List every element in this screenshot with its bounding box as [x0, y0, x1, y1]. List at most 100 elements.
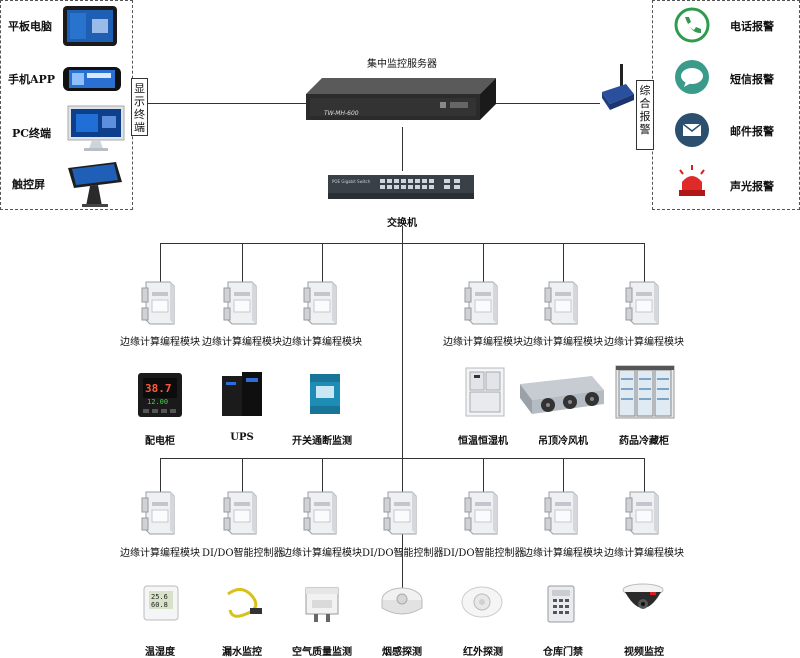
- edge-module-icon: [624, 488, 664, 538]
- gsm-router-icon: [602, 64, 634, 110]
- ups-icon: [222, 372, 262, 416]
- switch-brand-text: POE Gigabit Switch: [332, 179, 371, 184]
- terminal-label-touchscreen: 触控屏: [12, 178, 45, 191]
- module-label: 边缘计算编程模块: [120, 337, 200, 348]
- access-control-keypad-icon: [547, 585, 575, 623]
- email-icon: [675, 113, 709, 147]
- module-label: DI/DO智能控制器: [202, 548, 284, 559]
- device-label: 药品冷藏柜: [619, 436, 669, 447]
- drop-line: [322, 458, 323, 492]
- alarm-label-sound-light: 声光报警: [730, 180, 774, 193]
- drop-line: [160, 243, 161, 282]
- module-label: 边缘计算编程模块: [282, 548, 362, 559]
- device-label: 温湿度: [145, 647, 175, 658]
- module-label: 边缘计算编程模块: [604, 548, 684, 559]
- network-switch-icon: POE Gigabit Switch: [328, 175, 474, 199]
- module-label: 边缘计算编程模块: [523, 548, 603, 559]
- line-server-to-right: [495, 103, 600, 104]
- display-terminal-label: 显示终端: [131, 78, 148, 136]
- edge-module-icon: [222, 278, 262, 328]
- edge-module-icon: [140, 278, 180, 328]
- thermo-readout-bottom: 60.8: [151, 601, 168, 609]
- dome-camera-icon: [622, 583, 664, 609]
- alarm-side-text: 综合报警: [639, 84, 651, 136]
- device-label: 漏水监控: [222, 647, 262, 658]
- edge-module-icon: [140, 488, 180, 538]
- thermo-readout-top: 25.6: [151, 593, 168, 601]
- medicine-refrigerator-icon: [615, 365, 675, 419]
- terminal-label-pc: PC终端: [12, 127, 52, 140]
- constant-temp-humidity-unit-icon: [465, 367, 505, 417]
- server-rack-icon: TW-MH-600: [306, 78, 496, 120]
- ceiling-cooler-icon: [520, 376, 604, 414]
- module-label: 边缘计算编程模块: [523, 337, 603, 348]
- drop-line: [160, 458, 161, 492]
- infrared-detector-icon: [461, 586, 503, 618]
- drop-line: [483, 243, 484, 282]
- device-label: 配电柜: [145, 436, 175, 447]
- temp-humidity-sensor-icon: 25.6 60.8: [143, 585, 179, 621]
- edge-module-icon: [624, 278, 664, 328]
- device-label: 恒温恒湿机: [458, 436, 508, 447]
- air-quality-sensor-icon: [305, 587, 339, 622]
- edge-module-icon: [222, 488, 262, 538]
- alarm-label-box: 综合报警: [636, 80, 654, 150]
- edge-module-icon: [382, 488, 422, 538]
- device-label: 开关通断监测: [292, 436, 352, 447]
- switch-label: 交换机: [387, 218, 417, 229]
- drop-line: [322, 243, 323, 282]
- power-cabinet-controller-icon: 38.7 12.00: [138, 373, 182, 417]
- edge-module-icon: [463, 278, 503, 328]
- alarm-light-icon: [679, 165, 705, 196]
- line-left-to-server: [148, 103, 310, 104]
- water-leak-sensor-icon: [227, 588, 262, 618]
- device-label: 吊顶冷风机: [538, 436, 588, 447]
- touchscreen-kiosk-icon: [68, 162, 122, 207]
- telephone-icon: [674, 7, 710, 43]
- drop-line: [483, 458, 484, 492]
- module-label: 边缘计算编程模块: [120, 548, 200, 559]
- drop-line: [644, 458, 645, 492]
- drop-line: [644, 243, 645, 282]
- edge-module-icon: [302, 278, 342, 328]
- alarm-label-sms: 短信报警: [730, 73, 774, 86]
- device-label: UPS: [230, 432, 254, 443]
- module-label: DI/DO智能控制器: [362, 548, 444, 559]
- module-label: 边缘计算编程模块: [282, 337, 362, 348]
- device-label: 视频监控: [624, 647, 664, 658]
- line-server-to-switch: [402, 127, 403, 171]
- module-label: 边缘计算编程模块: [604, 337, 684, 348]
- sms-bubble-icon: [675, 60, 709, 94]
- bus-row1: [160, 243, 644, 244]
- device-label: 烟感探测: [382, 647, 422, 658]
- alarm-label-email: 邮件报警: [730, 125, 774, 138]
- terminal-label-tablet: 平板电脑: [8, 20, 52, 33]
- edge-module-icon: [302, 488, 342, 538]
- drop-line: [402, 458, 403, 492]
- panel-readout-bottom: 12.00: [147, 398, 168, 406]
- server-model-text: TW-MH-600: [324, 110, 359, 117]
- smoke-detector-icon: [381, 587, 423, 615]
- device-label: 空气质量监测: [292, 647, 352, 658]
- line-switch-trunk: [402, 226, 403, 598]
- module-label: DI/DO智能控制器: [443, 548, 525, 559]
- device-label: 红外探测: [463, 647, 503, 658]
- server-title: 集中监控服务器: [367, 59, 437, 70]
- panel-readout-top: 38.7: [145, 382, 172, 395]
- device-label: 仓库门禁: [543, 647, 583, 658]
- edge-module-icon: [463, 488, 503, 538]
- tablet-icon: [63, 6, 117, 46]
- terminal-label-phone-app: 手机APP: [8, 73, 56, 86]
- drop-line: [563, 458, 564, 492]
- module-label: 边缘计算编程模块: [202, 337, 282, 348]
- edge-module-icon: [543, 278, 583, 328]
- switch-monitor-module-icon: [310, 374, 340, 414]
- drop-line: [563, 243, 564, 282]
- phone-icon: [63, 67, 121, 91]
- drop-line: [242, 458, 243, 492]
- alarm-label-phone: 电话报警: [730, 20, 774, 33]
- display-terminal-text: 显示终端: [134, 82, 145, 134]
- drop-line: [242, 243, 243, 282]
- module-label: 边缘计算编程模块: [443, 337, 523, 348]
- monitor-icon: [67, 105, 125, 151]
